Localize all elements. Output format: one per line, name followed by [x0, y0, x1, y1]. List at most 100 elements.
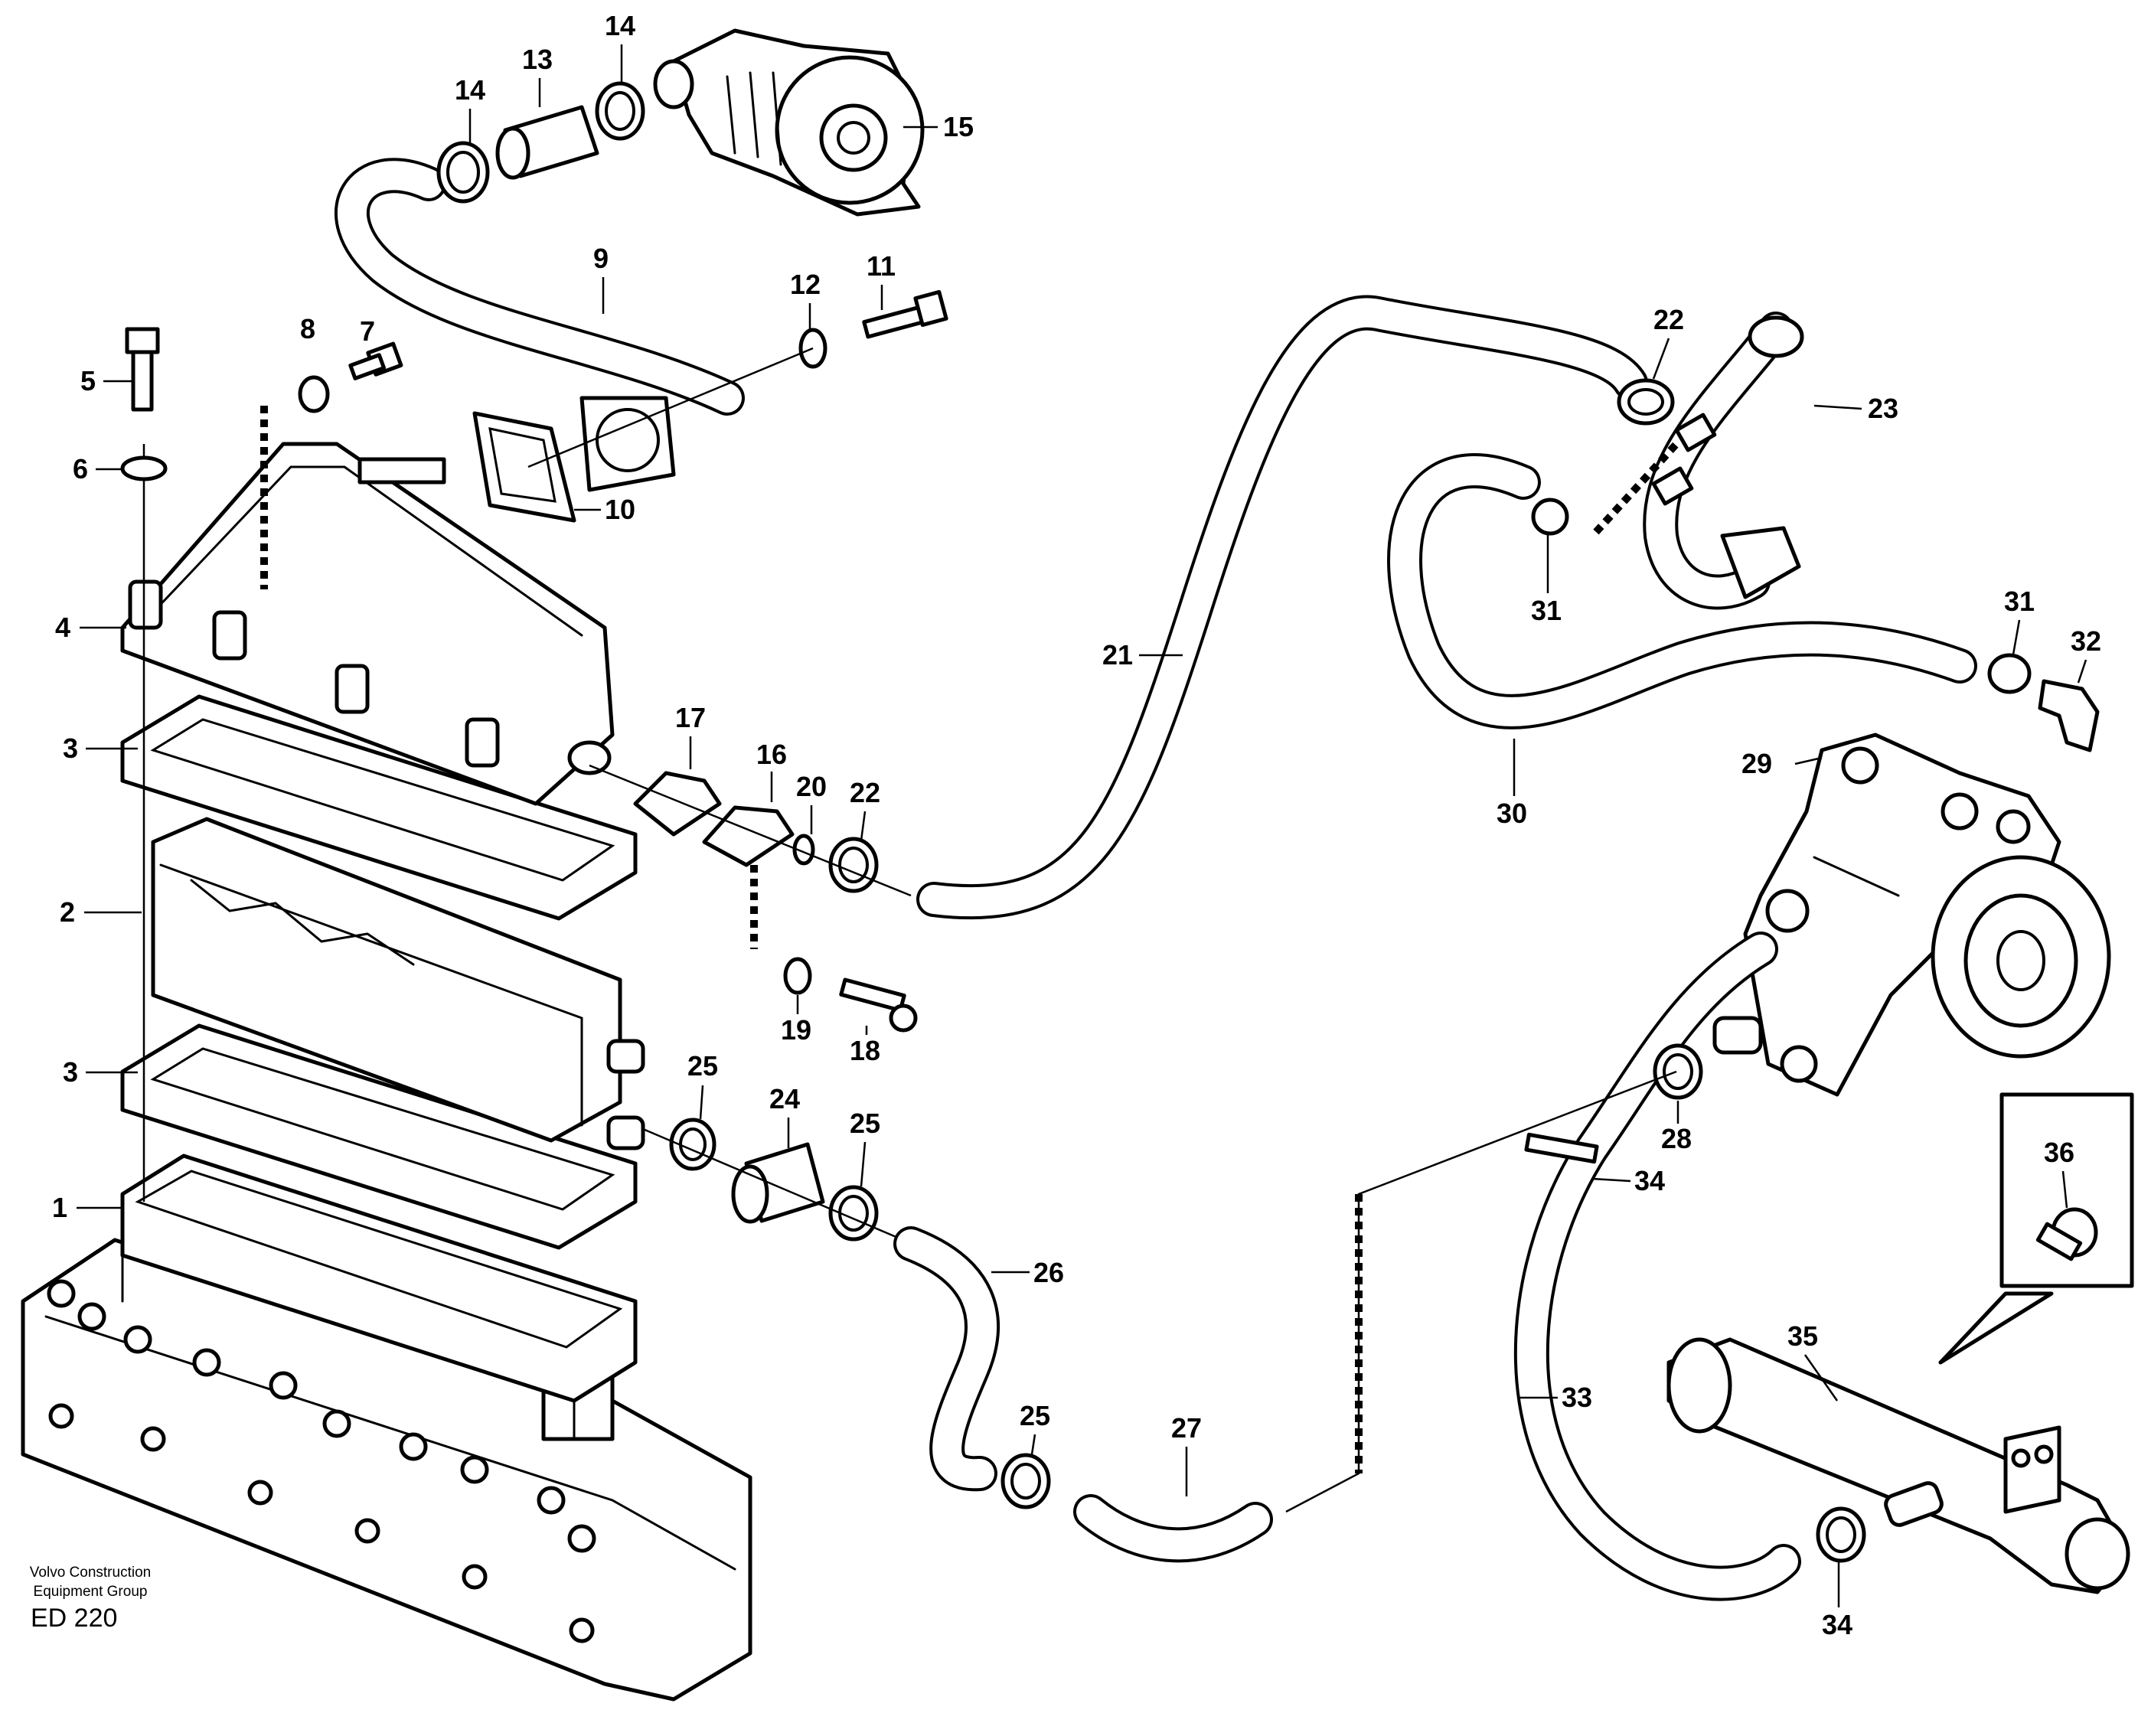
leader-29 [1794, 756, 1823, 765]
callout-33: 33 [1562, 1382, 1592, 1413]
callout-34-upper: 34 [1634, 1165, 1665, 1196]
flange-part-17 [633, 771, 722, 837]
alignment-line-flanges [589, 764, 912, 897]
callout-4: 4 [55, 612, 70, 643]
leader-23 [1813, 404, 1862, 410]
leader-25-third [1030, 1434, 1036, 1455]
callout-25-first: 25 [687, 1050, 718, 1082]
hose-part-26 [893, 1226, 1000, 1492]
bolt-part-5 [125, 327, 160, 412]
callout-17: 17 [675, 702, 706, 733]
callout-15: 15 [943, 111, 974, 142]
callout-16: 16 [756, 739, 787, 770]
bolt-part-18 [839, 977, 918, 1033]
callout-34-lower: 34 [1822, 1609, 1852, 1640]
hose-part-13 [495, 105, 599, 180]
callout-21: 21 [1102, 639, 1133, 671]
callout-29: 29 [1741, 748, 1772, 779]
callout-7: 7 [360, 315, 375, 347]
water-pump-part-29 [1743, 733, 2111, 1097]
clamp-part-22-upper [1617, 378, 1675, 426]
callout-36: 36 [2044, 1137, 2074, 1168]
callout-22-upper: 22 [1653, 304, 1684, 335]
washer-part-19 [783, 957, 812, 995]
callout-2: 2 [60, 896, 75, 928]
cable-tie-part-34-upper [1524, 1132, 1599, 1164]
callout-18: 18 [850, 1035, 880, 1066]
callout-24: 24 [769, 1083, 800, 1114]
hose-part-27 [1073, 1494, 1273, 1563]
callout-28: 28 [1661, 1123, 1692, 1154]
o-ring-part-20 [792, 834, 815, 866]
leader-22-lower [860, 811, 867, 841]
callout-25-third: 25 [1020, 1400, 1050, 1431]
callout-32: 32 [2071, 625, 2101, 657]
leader-25-second [860, 1141, 867, 1187]
clamp-part-25-second [828, 1185, 879, 1242]
callout-23: 23 [1868, 393, 1898, 424]
callout-31-lower: 31 [2004, 586, 2035, 617]
lower-housing-part-1 [120, 1154, 638, 1441]
bolt-part-7 [348, 341, 403, 380]
leader-25-first [699, 1085, 704, 1120]
callout-11: 11 [867, 250, 896, 282]
callout-31-upper: 31 [1531, 595, 1562, 626]
pipe-part-9 [335, 158, 745, 492]
gasket-lower-part-3 [120, 1023, 638, 1250]
callout-27: 27 [1171, 1412, 1202, 1444]
company-line-2: Equipment Group [33, 1584, 148, 1600]
cover-part-4 [120, 442, 615, 806]
callout-25-second: 25 [850, 1108, 880, 1139]
callout-14-right: 14 [605, 10, 635, 41]
heater-element-part-2 [151, 817, 645, 1150]
washer-part-8 [298, 375, 330, 413]
fitting-nipple-29 [1712, 1016, 1763, 1055]
clamp-part-31-upper [1531, 498, 1569, 536]
callout-labels: 1 2 3 3 4 5 6 7 8 9 10 11 12 13 14 14 15… [52, 10, 2101, 1640]
callout-20: 20 [796, 771, 827, 802]
leader-32 [2077, 659, 2087, 684]
washer-part-6 [120, 455, 168, 481]
turbocharger-part-15 [653, 28, 925, 217]
flange-part-16 [702, 805, 795, 867]
callout-1: 1 [52, 1192, 67, 1223]
hose-part-33 [1513, 932, 1801, 1601]
callout-14-left: 14 [455, 74, 485, 106]
company-line-1: Volvo Construction [29, 1565, 152, 1581]
callout-22-lower: 22 [850, 777, 880, 808]
pipe-part-23 [1643, 312, 1804, 610]
leader-36 [2061, 1170, 2068, 1209]
alignment-line-hose-24 [642, 1127, 904, 1242]
callout-8: 8 [300, 313, 315, 344]
clamp-part-14-lower [436, 141, 490, 204]
clamp-part-25-first [669, 1118, 716, 1171]
callout-6: 6 [73, 453, 88, 485]
leader-35 [1803, 1354, 1839, 1402]
callout-9: 9 [593, 243, 609, 274]
detail-box-part-36 [1938, 1092, 2134, 1365]
callout-19: 19 [781, 1014, 811, 1046]
callout-3-upper: 3 [63, 733, 78, 764]
dashed-line-hose-30 [1593, 441, 1679, 535]
clamp-part-31-lower [1987, 653, 2032, 694]
bolt-part-11 [862, 289, 948, 339]
hose-part-21 [916, 295, 1648, 920]
clamp-part-28 [1653, 1043, 1703, 1100]
callout-12: 12 [790, 269, 821, 300]
hose-part-24 [731, 1142, 825, 1224]
clamp-part-14-upper [595, 81, 645, 141]
gasket-upper-part-3 [120, 694, 638, 921]
leader-34-upper [1591, 1177, 1631, 1183]
company-credit: Volvo Construction Equipment Group [6, 1563, 175, 1601]
callout-13: 13 [522, 44, 553, 75]
alignment-line-pipe [527, 347, 814, 468]
drawing-code: ED 220 [31, 1604, 118, 1633]
elbow-fitting-part-32 [2038, 679, 2100, 752]
clamp-part-34-lower [1816, 1506, 1866, 1563]
callout-35: 35 [1787, 1320, 1818, 1352]
hose-part-30 [1387, 453, 1977, 729]
callout-30: 30 [1497, 798, 1527, 829]
callout-26: 26 [1033, 1257, 1064, 1288]
gasket-part-10 [472, 411, 576, 523]
